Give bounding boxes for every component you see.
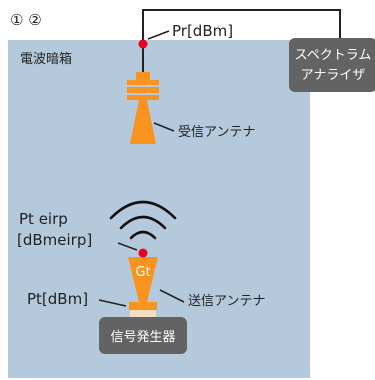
radiation-waves <box>109 200 177 240</box>
receive-antenna-leader <box>153 122 175 132</box>
receive-antenna-label: 受信アンテナ <box>178 125 255 140</box>
header-markers: ① ② <box>10 11 42 29</box>
receive-antenna <box>127 72 159 144</box>
cable-line <box>142 9 341 45</box>
spectrum-analyzer-box <box>289 38 375 92</box>
eirp-label-line1: Pt eirp <box>19 210 68 228</box>
receive-power-label: Pr[dBm] <box>172 22 233 40</box>
chamber-label: 電波暗箱 <box>20 51 72 67</box>
gain-label: Gt <box>135 265 150 280</box>
transmit-power-leader <box>98 299 127 307</box>
eirp-leader <box>117 242 138 251</box>
transmit-antenna-leader <box>159 289 185 303</box>
transmit-antenna <box>128 257 158 317</box>
spectrum-analyzer-label-line2: アナライザ <box>301 68 366 83</box>
transmit-point <box>138 248 148 258</box>
receive-point <box>138 39 148 49</box>
signal-generator-box <box>99 317 187 354</box>
receive-leader <box>147 30 170 40</box>
spectrum-analyzer-label-line1: スペクトラム <box>295 48 372 63</box>
transmit-power-label: Pt[dBm] <box>27 290 88 308</box>
transmit-antenna-label: 送信アンテナ <box>188 294 265 309</box>
signal-generator-label: 信号発生器 <box>110 330 175 345</box>
eirp-label-line2: [dBmeirp] <box>17 231 92 249</box>
